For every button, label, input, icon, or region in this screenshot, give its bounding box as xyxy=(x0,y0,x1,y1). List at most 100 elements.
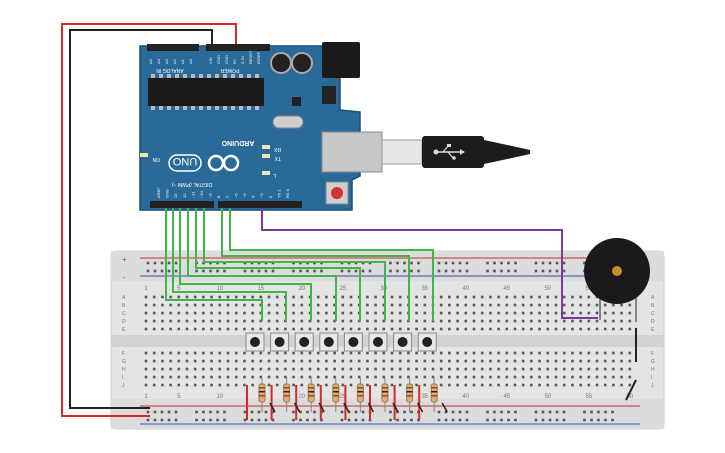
breadboard-hole[interactable] xyxy=(423,295,427,299)
rail-hole[interactable] xyxy=(264,410,268,414)
breadboard-hole[interactable] xyxy=(554,359,558,363)
breadboard-hole[interactable] xyxy=(480,359,484,363)
breadboard-hole[interactable] xyxy=(513,319,517,323)
breadboard-hole[interactable] xyxy=(439,351,443,355)
breadboard-hole[interactable] xyxy=(275,327,279,331)
breadboard-hole[interactable] xyxy=(448,311,451,315)
breadboard-hole[interactable] xyxy=(144,375,148,379)
breadboard-hole[interactable] xyxy=(398,303,402,307)
rail-hole[interactable] xyxy=(403,269,406,273)
breadboard-hole[interactable] xyxy=(300,367,304,371)
breadboard-hole[interactable] xyxy=(489,351,492,355)
breadboard-hole[interactable] xyxy=(603,383,607,387)
rail-hole[interactable] xyxy=(223,410,226,414)
breadboard-hole[interactable] xyxy=(390,319,394,323)
breadboard-hole[interactable] xyxy=(612,375,615,379)
breadboard-hole[interactable] xyxy=(259,327,263,331)
breadboard-hole[interactable] xyxy=(603,311,607,315)
rail-hole[interactable] xyxy=(160,261,164,265)
breadboard-hole[interactable] xyxy=(587,351,591,355)
breadboard-hole[interactable] xyxy=(185,359,189,363)
rail-hole[interactable] xyxy=(507,418,510,422)
breadboard-hole[interactable] xyxy=(185,295,189,299)
breadboard-hole[interactable] xyxy=(349,319,353,323)
breadboard-hole[interactable] xyxy=(325,367,328,371)
breadboard-hole[interactable] xyxy=(439,327,443,331)
breadboard-hole[interactable] xyxy=(415,359,418,363)
rail-hole[interactable] xyxy=(562,261,566,265)
breadboard-hole[interactable] xyxy=(480,311,484,315)
breadboard-hole[interactable] xyxy=(202,359,205,363)
breadboard-hole[interactable] xyxy=(267,359,271,363)
breadboard-hole[interactable] xyxy=(530,311,533,315)
rail-hole[interactable] xyxy=(451,418,455,422)
breadboard-hole[interactable] xyxy=(423,319,427,323)
breadboard-hole[interactable] xyxy=(530,327,533,331)
breadboard-hole[interactable] xyxy=(595,319,599,323)
breadboard-hole[interactable] xyxy=(595,303,599,307)
rail-hole[interactable] xyxy=(146,269,150,273)
breadboard-hole[interactable] xyxy=(612,303,615,307)
breadboard-hole[interactable] xyxy=(472,295,476,299)
breadboard-hole[interactable] xyxy=(382,295,386,299)
breadboard-hole[interactable] xyxy=(341,367,345,371)
rail-hole[interactable] xyxy=(403,410,406,414)
rail-hole[interactable] xyxy=(611,410,614,414)
breadboard-hole[interactable] xyxy=(177,383,181,387)
rail-hole[interactable] xyxy=(174,410,178,414)
rail-hole[interactable] xyxy=(500,269,503,273)
breadboard-hole[interactable] xyxy=(259,367,263,371)
breadboard-hole[interactable] xyxy=(251,351,254,355)
breadboard-hole[interactable] xyxy=(357,359,361,363)
breadboard-hole[interactable] xyxy=(562,375,566,379)
breadboard-hole[interactable] xyxy=(571,383,574,387)
push-button-cap[interactable] xyxy=(299,337,310,347)
rail-hole[interactable] xyxy=(500,261,503,265)
rail-hole[interactable] xyxy=(493,261,496,265)
breadboard-hole[interactable] xyxy=(366,303,369,307)
breadboard-hole[interactable] xyxy=(546,367,550,371)
breadboard-hole[interactable] xyxy=(546,375,550,379)
breadboard-hole[interactable] xyxy=(292,383,295,387)
breadboard-hole[interactable] xyxy=(620,351,623,355)
rail-hole[interactable] xyxy=(361,410,365,414)
breadboard-hole[interactable] xyxy=(521,311,525,315)
rail-hole[interactable] xyxy=(486,261,489,265)
breadboard-hole[interactable] xyxy=(489,295,492,299)
breadboard-hole[interactable] xyxy=(292,351,295,355)
rail-hole[interactable] xyxy=(243,410,247,414)
breadboard-hole[interactable] xyxy=(218,375,222,379)
breadboard-hole[interactable] xyxy=(292,311,295,315)
breadboard-hole[interactable] xyxy=(210,303,213,307)
breadboard-hole[interactable] xyxy=(382,311,386,315)
rail-hole[interactable] xyxy=(354,410,358,414)
breadboard-hole[interactable] xyxy=(579,351,582,355)
breadboard-hole[interactable] xyxy=(612,351,615,355)
rail-hole[interactable] xyxy=(486,269,489,273)
rail-hole[interactable] xyxy=(243,269,247,273)
breadboard-hole[interactable] xyxy=(243,383,246,387)
breadboard-hole[interactable] xyxy=(308,351,312,355)
breadboard-hole[interactable] xyxy=(415,351,418,355)
breadboard-hole[interactable] xyxy=(595,311,599,315)
breadboard-hole[interactable] xyxy=(587,319,591,323)
breadboard-hole[interactable] xyxy=(243,311,246,315)
rail-hole[interactable] xyxy=(437,269,441,273)
breadboard-hole[interactable] xyxy=(357,351,361,355)
breadboard-hole[interactable] xyxy=(243,319,246,323)
breadboard-hole[interactable] xyxy=(398,367,402,371)
breadboard-hole[interactable] xyxy=(464,351,468,355)
rail-hole[interactable] xyxy=(486,410,489,414)
breadboard-hole[interactable] xyxy=(489,319,492,323)
rail-hole[interactable] xyxy=(340,418,344,422)
rail-hole[interactable] xyxy=(555,261,559,265)
breadboard-hole[interactable] xyxy=(144,295,148,299)
breadboard-hole[interactable] xyxy=(333,375,336,379)
rail-hole[interactable] xyxy=(167,418,171,422)
breadboard-hole[interactable] xyxy=(185,367,189,371)
breadboard-hole[interactable] xyxy=(620,359,623,363)
breadboard-hole[interactable] xyxy=(603,375,607,379)
breadboard-hole[interactable] xyxy=(620,383,623,387)
rail-hole[interactable] xyxy=(257,269,261,273)
rail-hole[interactable] xyxy=(403,418,406,422)
